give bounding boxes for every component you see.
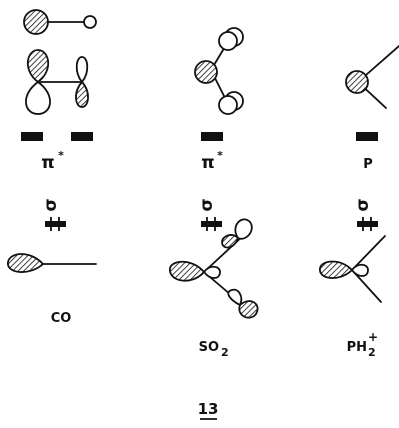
- so2-sulfur-lobe: [194, 60, 218, 84]
- so2-sigma-upper-lobe-b: [221, 234, 239, 249]
- ph2-p-level: [356, 132, 378, 141]
- co-sigma-orbital: [7, 253, 97, 273]
- co-pi-star-level-b: [71, 132, 93, 141]
- so2-lower-o-back: [218, 95, 238, 115]
- ph2-sigma-big-lobe: [319, 260, 353, 279]
- so2-sigma-small-lobe: [203, 265, 221, 279]
- ph2-molecule-subscript: 2: [368, 346, 376, 359]
- figure-number: 13: [198, 400, 219, 418]
- co-sigma-level: [45, 217, 66, 231]
- so2-molecule-label: SO: [199, 340, 219, 355]
- co-pi-star-level-a: [21, 132, 43, 141]
- co-molecule-label: CO: [51, 311, 72, 326]
- so2-sigma-lower-lobe-a: [238, 300, 259, 319]
- ph2-sigma-orbital: [319, 235, 386, 303]
- so2-sigma-big-lobe: [169, 260, 205, 282]
- co-right-upper-lobe: [75, 56, 89, 83]
- so2-pi-star-level: [201, 132, 223, 141]
- ph2-molecule-label: PH: [347, 340, 367, 355]
- ph2-p-orbital: [345, 45, 399, 109]
- co-lower-orbital-label: σ: [41, 198, 61, 211]
- co-pi-star-orbital: [23, 9, 97, 115]
- ph2-sigma-level: [357, 217, 378, 231]
- co-left-upper-lobe: [26, 49, 50, 83]
- ph2-molecule-superscript: +: [368, 330, 378, 344]
- so2-molecule-subscript: 2: [221, 346, 229, 359]
- ph2-sigma-small-lobe: [351, 263, 369, 277]
- co-top-small-lobe: [83, 15, 97, 29]
- ph2-sigma-upper-bond: [351, 235, 386, 271]
- so2-upper-orbital-mark: *: [217, 149, 223, 162]
- so2-sigma-orbital: [169, 218, 259, 319]
- so2-sigma-upper-lobe-a: [234, 218, 253, 240]
- co-upper-orbital-label: π: [41, 153, 54, 173]
- so2-sigma-level: [201, 217, 222, 231]
- co-upper-orbital-mark: *: [58, 149, 64, 162]
- so2-sigma-lower-lobe-b: [227, 288, 243, 306]
- so2-upper-o-back: [218, 31, 238, 51]
- so2-lower-orbital-label: σ: [197, 198, 217, 211]
- co-top-large-lobe: [23, 9, 49, 35]
- co-sigma-lobe: [7, 253, 44, 273]
- so2-pi-star-orbital: [194, 27, 244, 115]
- co-left-lower-lobe: [25, 81, 51, 115]
- co-right-lower-lobe: [75, 81, 89, 108]
- so2-upper-orbital-label: π: [201, 153, 214, 173]
- ph2-upper-orbital-label: P: [363, 157, 373, 172]
- ph2-lower-orbital-label: σ: [353, 198, 373, 211]
- ph2-p-lobe: [345, 70, 369, 94]
